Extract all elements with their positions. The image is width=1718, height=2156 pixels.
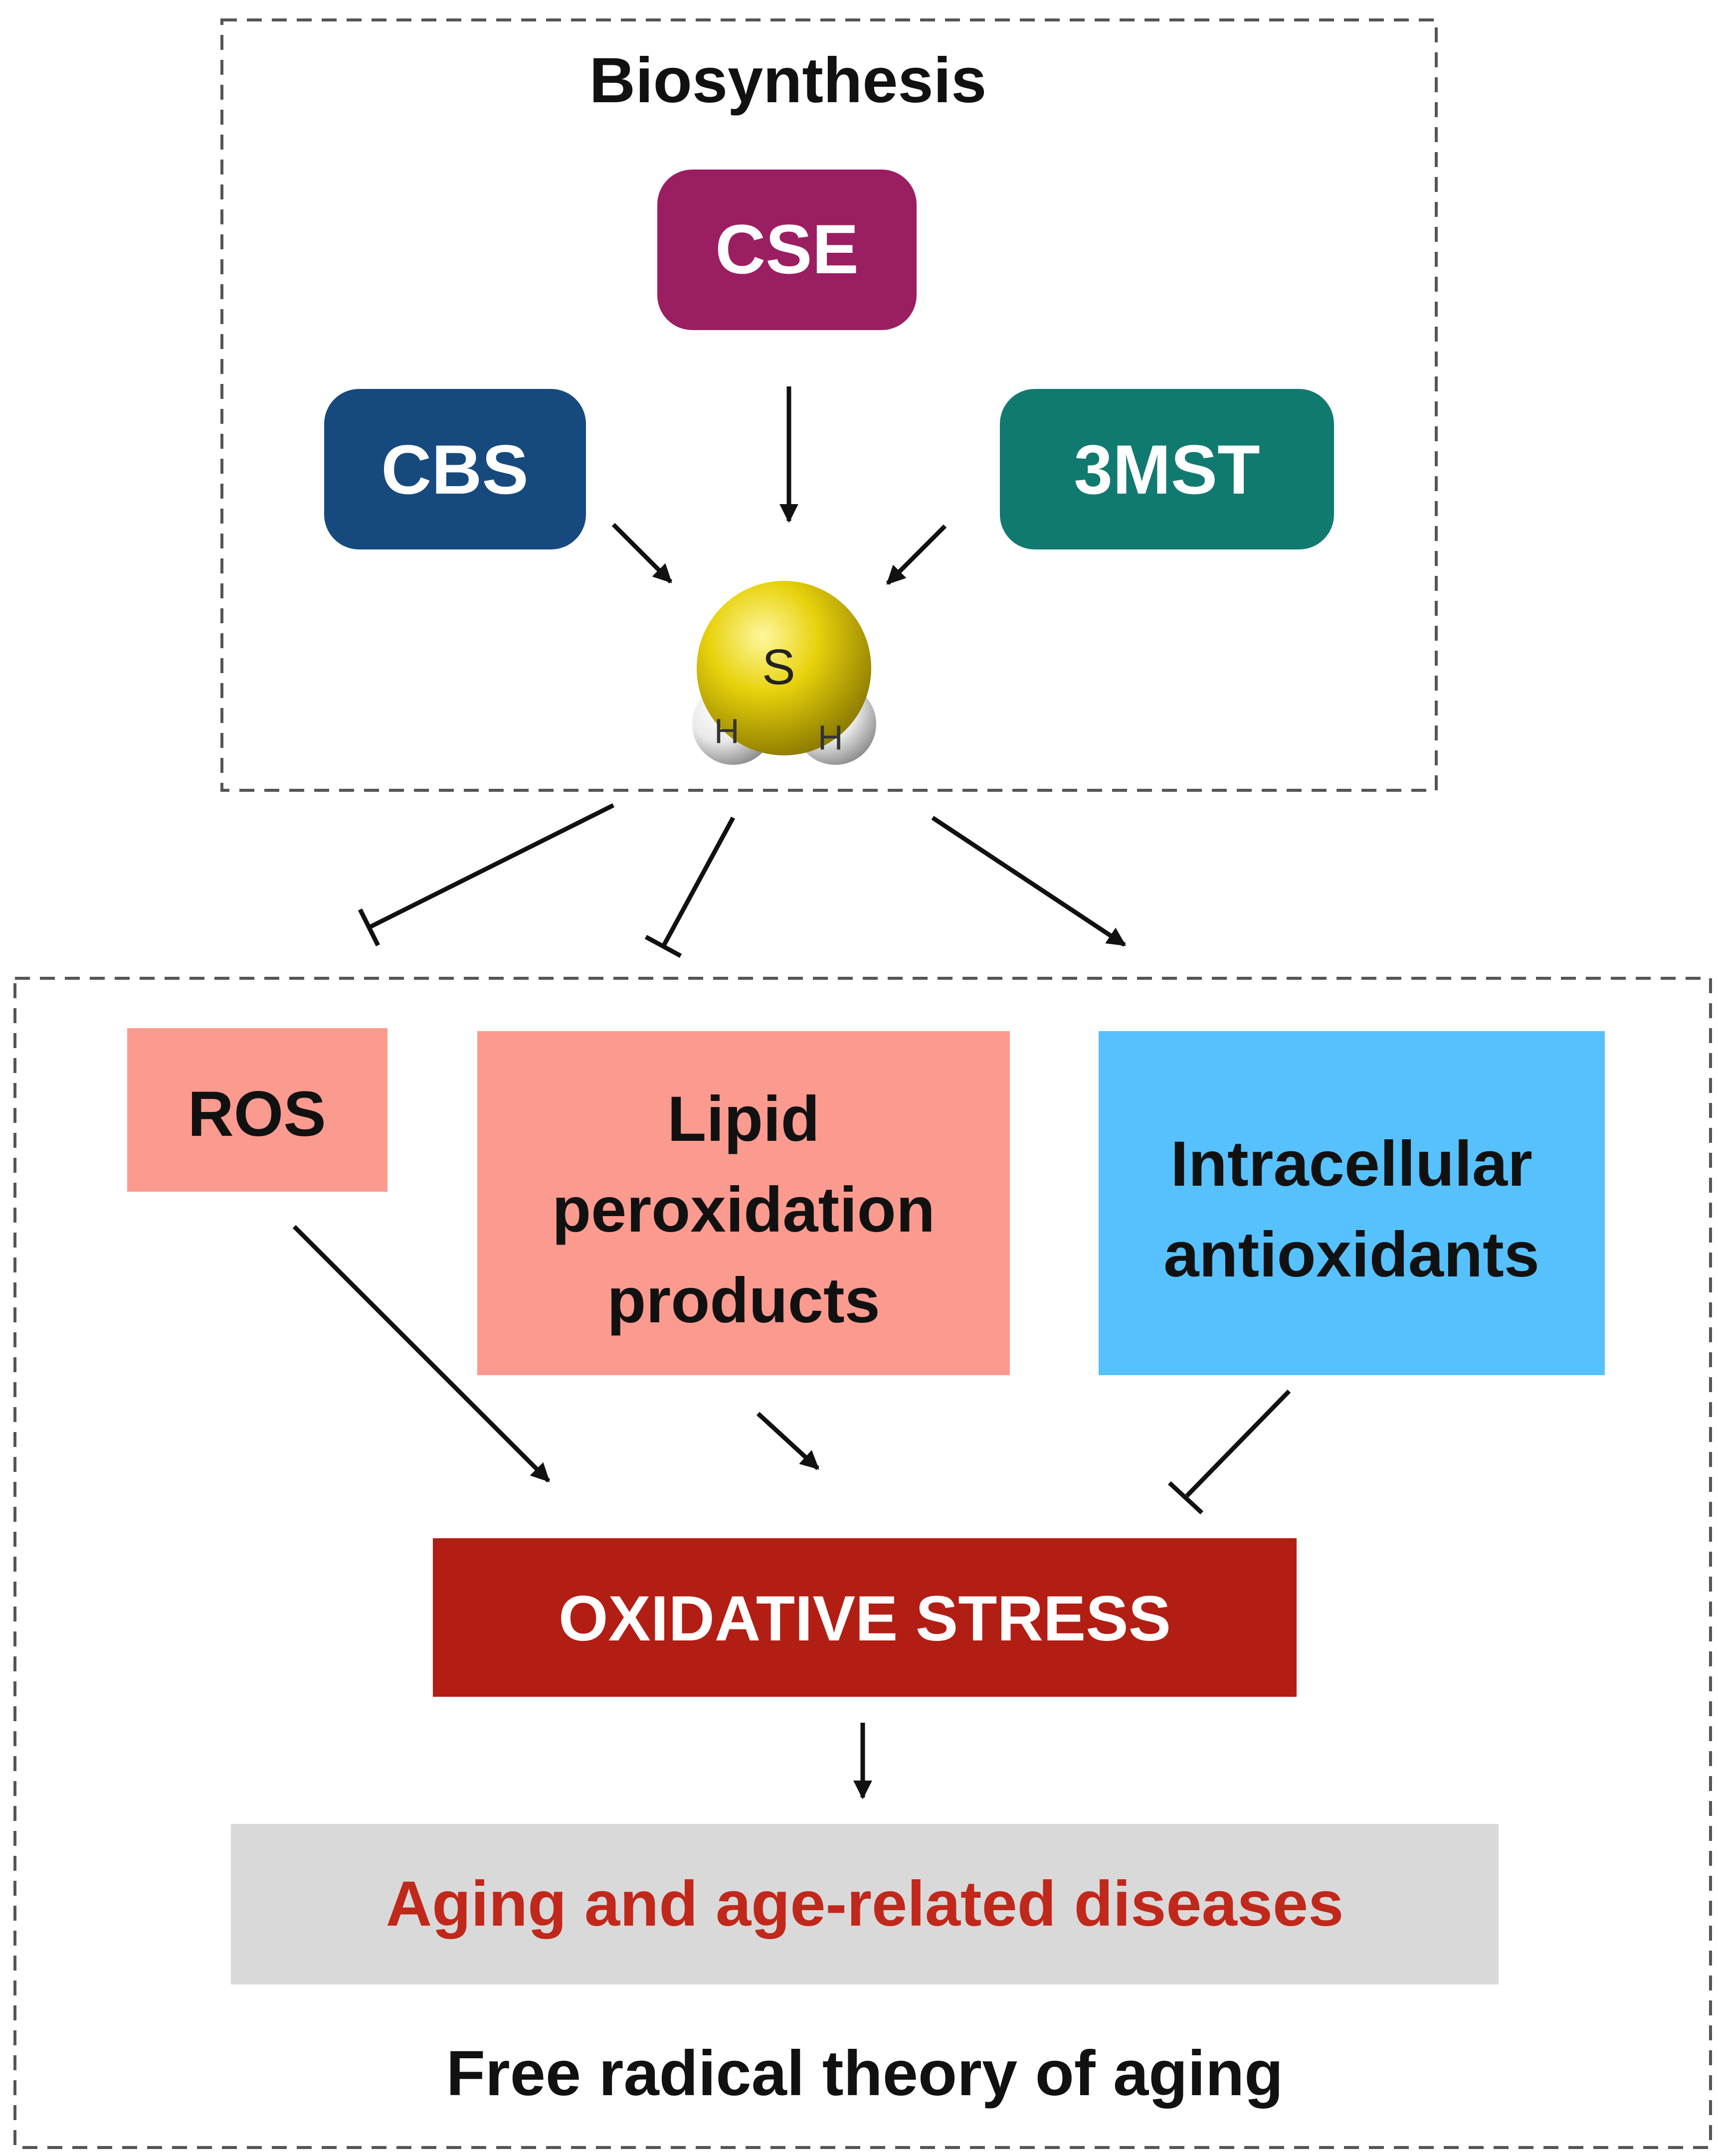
lipid-to-stress-arrow [756, 1412, 820, 1470]
ros-to-stress-arrow [292, 1225, 551, 1483]
antioxidants-label-line-1: Intracellular [1170, 1128, 1532, 1200]
antioxidants-label-line-2: antioxidants [1163, 1219, 1539, 1290]
biosynthesis-section: Biosynthesis CSE CBS 3MST S H H [220, 18, 1438, 792]
lipid-label-line-2: peroxidation [552, 1174, 935, 1246]
biosynthesis-title: Biosynthesis [589, 45, 987, 116]
aging-label: Aging and age-related diseases [386, 1868, 1344, 1940]
free-radical-dashed-border [13, 977, 1712, 2149]
h2s-inhibits-ros-line [368, 803, 615, 930]
cse-node: CSE [657, 170, 917, 330]
cbs-node: CBS [324, 389, 586, 549]
3mst-box [1000, 389, 1334, 549]
aging-node: Aging and age-related diseases [231, 1824, 1499, 1984]
ros-box [127, 1028, 387, 1192]
hydrogen-left-symbol: H [714, 712, 740, 750]
antioxidants-inhibits-stress-line [1185, 1389, 1291, 1498]
cbs-to-h2s-arrow [611, 523, 673, 584]
sulfur-symbol: S [762, 639, 795, 695]
lipid-label-line-3: products [607, 1265, 880, 1336]
lipid-node: Lipid peroxidation products [477, 1031, 1010, 1375]
hydrogen-right-symbol: H [818, 718, 843, 757]
sulfur-atom [697, 581, 871, 755]
h2s-inhibits-ros-bar [358, 908, 381, 947]
h2s-molecule: S H H [692, 581, 876, 765]
h2s-activates-antioxidants-arrow [931, 816, 1127, 947]
cbs-label: CBS [381, 430, 529, 509]
cse-box [657, 170, 917, 330]
antioxidants-inhibits-stress-bar [1167, 1481, 1204, 1515]
antioxidants-box [1099, 1031, 1605, 1375]
h2s-effects [358, 803, 1127, 958]
ros-label: ROS [188, 1078, 326, 1150]
lipid-label-line-1: Lipid [667, 1083, 820, 1155]
cse-label: CSE [715, 210, 859, 288]
h2s-inhibits-lipid-line [661, 816, 735, 948]
3mst-node: 3MST [1000, 389, 1334, 549]
lipid-box [477, 1031, 1010, 1375]
aging-box [231, 1824, 1499, 1984]
antioxidants-node: Intracellular antioxidants [1099, 1031, 1605, 1375]
free-radical-title: Free radical theory of aging [446, 2038, 1284, 2109]
oxidative-stress-node: OXIDATIVE STRESS [433, 1538, 1297, 1697]
3mst-to-h2s-arrow [886, 524, 947, 585]
cbs-box [324, 389, 586, 549]
oxidative-stress-box [433, 1538, 1297, 1697]
free-radical-section: ROS Lipid peroxidation products Intracel… [13, 977, 1712, 2149]
oxidative-stress-label: OXIDATIVE STRESS [559, 1583, 1171, 1654]
ros-node: ROS [127, 1028, 387, 1192]
3mst-label: 3MST [1074, 430, 1260, 509]
biosynthesis-dashed-border [220, 18, 1438, 792]
h2s-inhibits-lipid-bar [644, 935, 682, 958]
